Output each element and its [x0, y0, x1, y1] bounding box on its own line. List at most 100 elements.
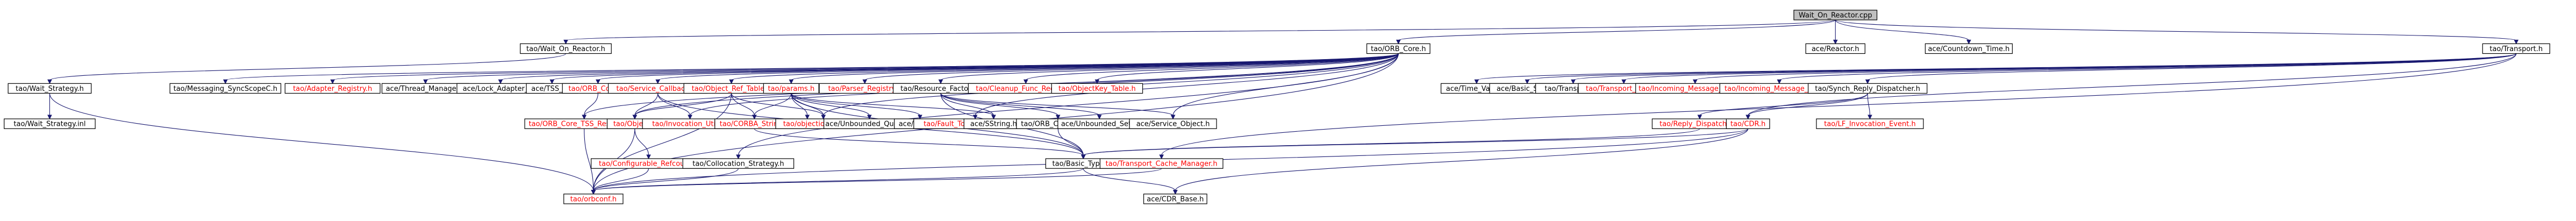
edge-transport-h-to-incoming-message-stack-h [1777, 53, 2517, 84]
node-transport-h[interactable]: tao/Transport.h [2482, 43, 2550, 54]
node-label: tao/ObjectKey_Table.h [1058, 85, 1136, 93]
node-box [763, 83, 819, 94]
node-ace-reactor-h[interactable]: ace/Reactor.h [1805, 43, 1865, 54]
edge-arrowhead [862, 79, 868, 84]
edge-service-callbacks-h-to-invocation-utils-h [657, 93, 692, 120]
edge-line [791, 53, 1399, 81]
node-messaging-syncscopec-h[interactable]: tao/Messaging_SyncScopeC.h [169, 83, 282, 94]
node-label: tao/Parser_Registry.h [828, 85, 901, 93]
edge-line [754, 93, 792, 116]
edge-arrowhead [1692, 79, 1698, 84]
edge-arrowhead [1081, 154, 1086, 160]
node-box [2482, 43, 2550, 54]
node-root[interactable]: Wait_On_Reactor.cpp [1793, 10, 1878, 20]
edge-orb-core-h-to-params-h [789, 53, 1399, 84]
node-wait-strategy-inl[interactable]: tao/Wait_Strategy.inl [4, 118, 96, 129]
node-wait-strategy-h[interactable]: tao/Wait_Strategy.h [8, 83, 92, 94]
node-objectid-h[interactable]: tao/objectid.h [775, 118, 840, 129]
node-countdown-time-h[interactable]: ace/Countdown_Time.h [1924, 43, 2013, 54]
node-box [1816, 118, 1924, 129]
edge-cdr-h-to-basic-types-h [1081, 128, 1749, 160]
node-thread-manager-h[interactable]: ace/Thread_Manager.h [381, 83, 470, 94]
node-adapter-registry-h[interactable]: tao/Adapter_Registry.h [284, 83, 381, 94]
edge-arrowhead [582, 115, 587, 120]
edge-orb-core-h-to-resource-factory-h [938, 53, 1399, 84]
edge-object-ref-table-h-to-object-h [632, 93, 732, 120]
edge-line [1083, 168, 1176, 191]
node-parser-registry-h[interactable]: tao/Parser_Registry.h [819, 83, 911, 94]
node-box [169, 83, 282, 94]
edge-arrowhead [1966, 39, 1971, 45]
edge-arrowhead [1833, 39, 1838, 45]
edge-arrowhead [1867, 115, 1872, 120]
node-service-callbacks-h[interactable]: tao/Service_Callbacks.h [607, 83, 708, 94]
edge-arrowhead [1173, 190, 1178, 195]
edge-line [791, 93, 920, 116]
edge-arrowhead [1745, 115, 1751, 120]
node-objectkey-table-h[interactable]: tao/ObjectKey_Table.h [1051, 83, 1143, 94]
node-label: tao/Transport_Cache_Manager.h [1106, 160, 1218, 168]
node-box [1793, 10, 1878, 20]
edge-line [657, 93, 691, 116]
node-orb-core-h[interactable]: tao/ORB_Core.h [1366, 43, 1430, 54]
node-box [1924, 43, 2013, 54]
edge-line [1097, 53, 1399, 81]
edge-resource-factory-h-to-service-object-h [940, 93, 1176, 120]
node-wait-on-reactor-h[interactable]: tao/Wait_On_Reactor.h [520, 43, 612, 54]
edge-line [1083, 128, 1700, 156]
edge-arrowhead [646, 154, 651, 160]
node-lock-adapter-t-h[interactable]: ace/Lock_Adapter_T.h [456, 83, 545, 94]
edge-root-to-transport-h [1835, 19, 2519, 45]
edge-arrowhead [918, 115, 922, 120]
node-service-object-h[interactable]: ace/Service_Object.h [1129, 118, 1217, 129]
edge-arrowhead [47, 115, 52, 120]
edge-arrowhead [591, 190, 596, 195]
edge-line [731, 93, 824, 116]
node-synch-reply-dispatcher-h[interactable]: tao/Synch_Reply_Dispatcher.h [1808, 83, 1928, 94]
node-label: tao/ORB_Core.h [1371, 45, 1426, 53]
edge-arrowhead [1865, 79, 1870, 84]
node-resource-factory-h[interactable]: tao/Resource_Factory.h [892, 83, 989, 94]
edge-arrowhead [688, 115, 692, 120]
node-corba-string-h[interactable]: tao/CORBA_String.h [714, 118, 795, 129]
node-label: ace/CDR_Base.h [1147, 195, 1204, 203]
node-collocation-strategy-h[interactable]: tao/Collocation_Strategy.h [682, 158, 795, 169]
edge-arrowhead [2514, 39, 2519, 45]
node-label: ace/Thread_Manager.h [386, 85, 466, 93]
edge-arrowhead [47, 79, 52, 84]
node-orbconf-h[interactable]: tao/orbconf.h [563, 194, 624, 204]
edge-line [1835, 19, 1970, 41]
node-cdr-h[interactable]: tao/CDR.h [1726, 118, 1770, 129]
edge-arrowhead [1396, 39, 1401, 45]
node-reply-dispatcher-h[interactable]: tao/Reply_Dispatcher.h [1651, 118, 1748, 129]
edge-line [940, 93, 1100, 116]
edge-root-to-ace-reactor-h [1833, 20, 1838, 45]
edge-arrowhead [223, 79, 228, 84]
edge-arrowhead [752, 115, 757, 120]
node-box [1366, 43, 1430, 54]
node-object-ref-table-h[interactable]: tao/Object_Ref_Table.h [683, 83, 779, 94]
edge-line [864, 53, 1399, 81]
node-unbounded-set-h[interactable]: ace/Unbounded_Set.h [1057, 118, 1142, 129]
edge-synch-reply-dispatcher-h-to-lf-invocation-event-h [1867, 93, 1872, 120]
node-label: tao/CORBA_String.h [720, 120, 789, 129]
node-layer: Wait_On_Reactor.cpp tao/Wait_On_Reactor.h… [4, 10, 2550, 204]
edge-line [731, 93, 755, 116]
edge-arrowhead [805, 115, 810, 120]
node-cdr-base-h[interactable]: ace/CDR_Base.h [1143, 194, 1207, 204]
edge-wait-on-reactor-h-to-wait-strategy-h [47, 53, 567, 84]
node-sstring-h[interactable]: ace/SString.h [963, 118, 1024, 129]
edge-line [593, 168, 649, 191]
edge-layer [47, 19, 2519, 195]
edge-arrowhead [1159, 154, 1164, 160]
node-label: ace/SString.h [970, 120, 1017, 129]
edge-root-to-orb-core-h [1396, 19, 1836, 45]
node-lf-invocation-event-h[interactable]: tao/LF_Invocation_Event.h [1816, 118, 1924, 129]
node-label: tao/LF_Invocation_Event.h [1824, 120, 1915, 129]
edge-line [1572, 53, 2517, 81]
edge-cdr-h-to-cdr-base-h [1173, 129, 1749, 195]
node-label: tao/Basic_Types.h [1053, 160, 1114, 168]
node-params-h[interactable]: tao/params.h [763, 83, 819, 94]
edge-arrowhead [1170, 115, 1176, 120]
node-transport-cache-manager-h[interactable]: tao/Transport_Cache_Manager.h [1099, 158, 1223, 169]
